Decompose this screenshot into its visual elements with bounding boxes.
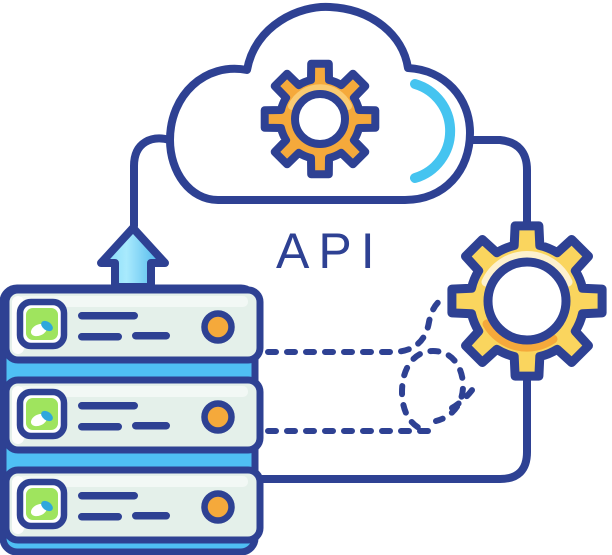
processing-gear-hole <box>483 257 571 345</box>
loading-arc-icon <box>410 79 456 183</box>
server-unit-3 <box>6 470 260 540</box>
cloud-gear-hole <box>291 90 349 148</box>
connector-cloud-to-arrow <box>130 134 174 230</box>
dotted-connector-tail <box>449 380 480 411</box>
cloud-gear-highlight <box>288 84 352 110</box>
cloud-icon <box>166 2 474 204</box>
server-unit-2 <box>6 380 260 450</box>
cloud-gear-icon <box>260 59 380 179</box>
processing-gear-icon <box>447 221 607 381</box>
connector-gear-to-rack <box>257 375 531 483</box>
connector-cloud-to-gear <box>466 136 531 226</box>
upload-arrow-icon <box>97 224 169 291</box>
processing-gear-highlight <box>481 251 573 287</box>
processing-gear-shadow-accent <box>482 319 558 352</box>
server-unit-1 <box>6 290 260 360</box>
api-label: API <box>276 223 384 279</box>
server-rack <box>0 284 260 555</box>
dotted-connector-top <box>265 297 444 355</box>
dotted-connector-loop <box>265 348 466 434</box>
